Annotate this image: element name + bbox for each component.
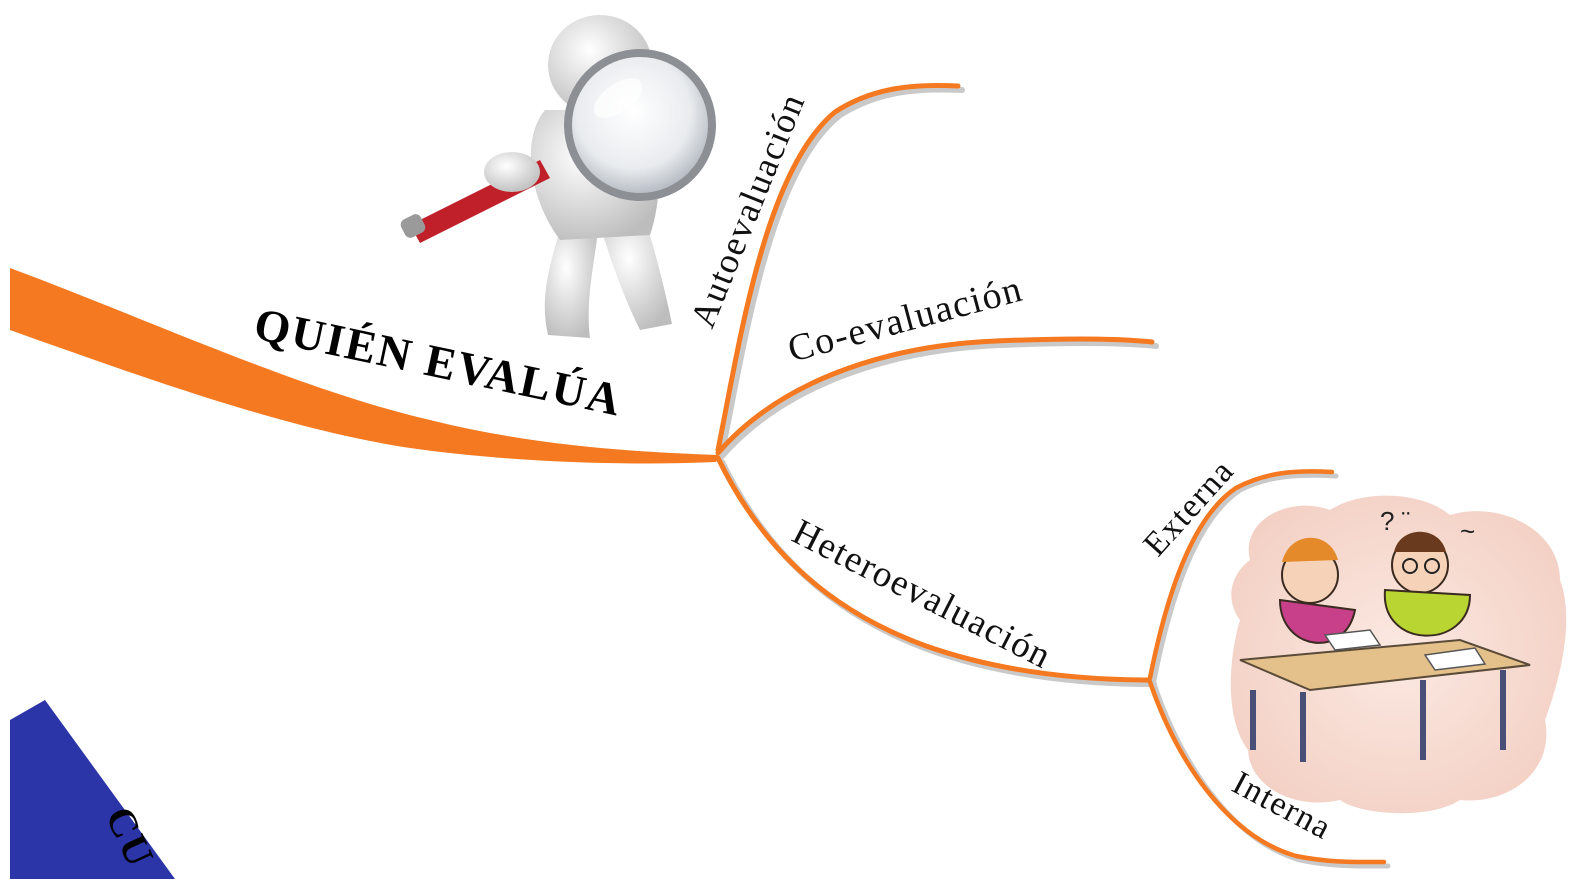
branch-interna <box>1147 679 1387 865</box>
students-at-desks-illustration: ? ¨ ~ <box>1230 495 1567 814</box>
main-topic-branch <box>10 268 718 464</box>
figure-with-magnifier-illustration <box>400 15 716 338</box>
svg-text:~: ~ <box>1460 516 1475 546</box>
branch-coevaluacion <box>715 336 1155 456</box>
branch-heteroevaluacion <box>715 455 1153 683</box>
branch-externa <box>1147 469 1335 681</box>
svg-text:? ¨: ? ¨ <box>1380 506 1410 536</box>
next-topic-branch <box>10 700 175 879</box>
branch-autoevaluacion <box>715 82 961 453</box>
